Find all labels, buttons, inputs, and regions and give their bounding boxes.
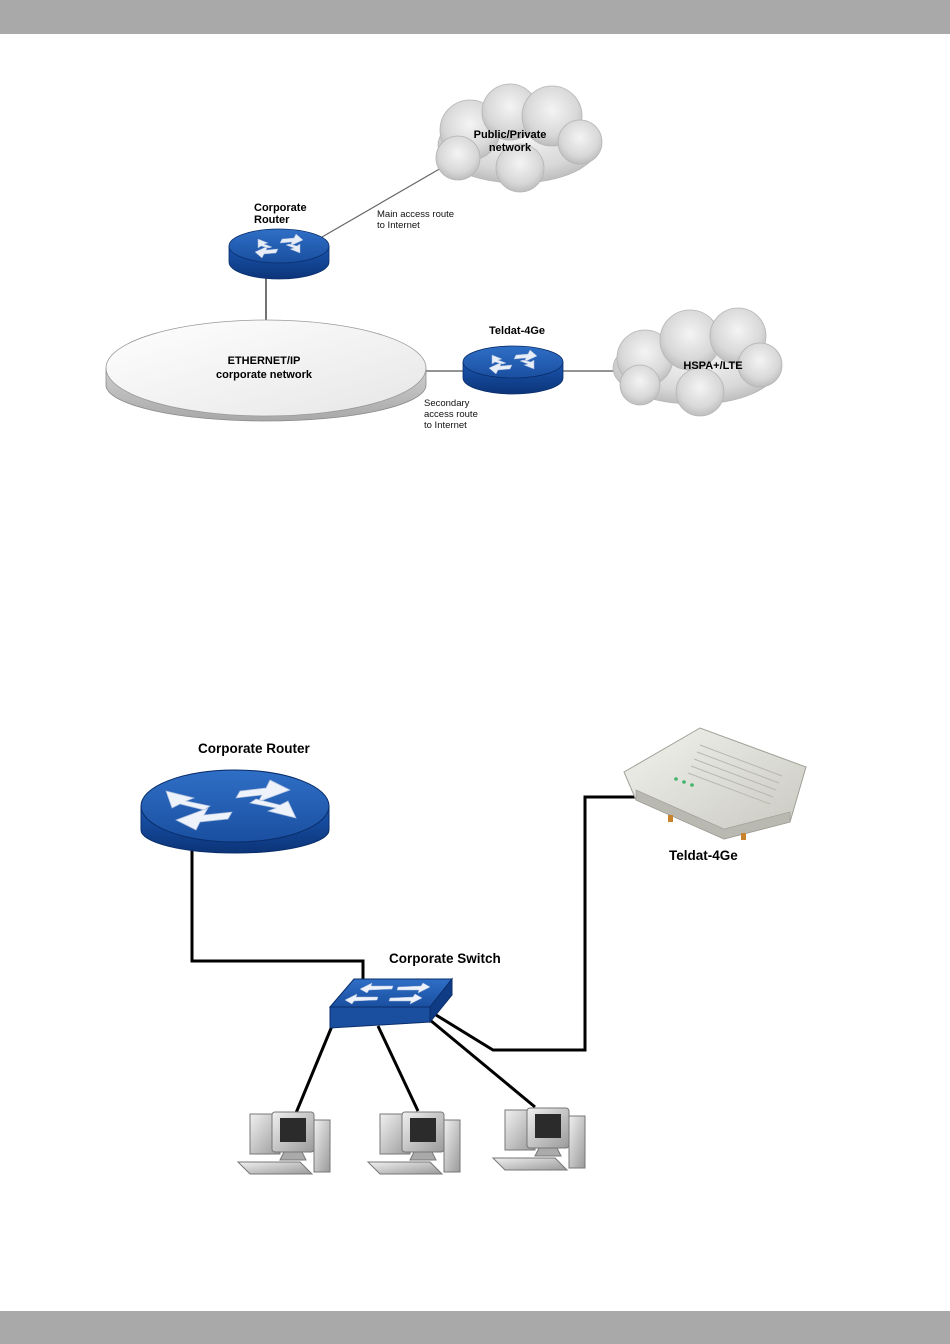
lan-label-2: corporate network bbox=[216, 369, 313, 381]
switch-label: Corporate Switch bbox=[389, 951, 501, 966]
public-private-cloud: Public/Private network bbox=[436, 84, 602, 192]
cloud-public-label-1: Public/Private bbox=[474, 129, 547, 141]
hspa-lte-cloud: HSPA+/LTE bbox=[613, 308, 782, 416]
switch-pc1-cable bbox=[296, 1026, 332, 1113]
secondary-route-label-1: Secondary bbox=[424, 398, 470, 409]
corporate-router-label-large: Corporate Router bbox=[198, 741, 311, 756]
corporate-router-small: Corporate Router bbox=[229, 202, 329, 279]
ethernet-corporate-network: ETHERNET/IP corporate network bbox=[106, 320, 426, 421]
secondary-route-label-2: access route bbox=[424, 409, 478, 420]
cloud-mobile-label: HSPA+/LTE bbox=[683, 360, 742, 372]
teldat-label-large: Teldat-4Ge bbox=[669, 848, 738, 863]
corporate-switch: Corporate Switch bbox=[330, 951, 501, 1028]
teldat-label-small: Teldat-4Ge bbox=[489, 325, 545, 337]
corporate-router-label-1: Corporate bbox=[254, 202, 307, 214]
teldat-device: Teldat-4Ge bbox=[624, 728, 806, 863]
lan-label-1: ETHERNET/IP bbox=[228, 355, 301, 367]
secondary-route-label-3: to Internet bbox=[424, 420, 467, 431]
switch-pc3-cable bbox=[430, 1020, 535, 1107]
switch-teldat-cable bbox=[436, 797, 640, 1050]
main-route-label-2: to Internet bbox=[377, 220, 420, 231]
switch-pc2-cable bbox=[378, 1026, 418, 1111]
corporate-router-large: Corporate Router bbox=[141, 741, 329, 853]
router-switch-cable bbox=[192, 850, 363, 988]
workstation-3 bbox=[493, 1108, 585, 1170]
diagram-1: Public/Private network Corporate Router … bbox=[106, 84, 782, 431]
cloud-public-label-2: network bbox=[489, 142, 532, 154]
workstation-1 bbox=[238, 1112, 330, 1174]
teldat-router-small: Teldat-4Ge bbox=[463, 325, 563, 394]
workstation-2 bbox=[368, 1112, 460, 1174]
corporate-router-label-2: Router bbox=[254, 214, 290, 226]
main-route-label-1: Main access route bbox=[377, 209, 454, 220]
diagram-2: Corporate Router bbox=[141, 728, 806, 1174]
